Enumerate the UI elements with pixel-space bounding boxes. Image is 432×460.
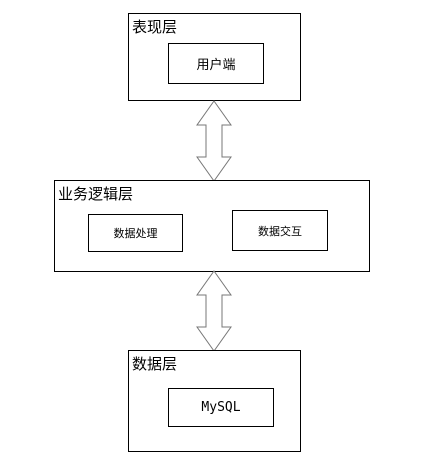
- double-arrow-icon: [196, 100, 232, 182]
- business-logic-layer-title: 业务逻辑层: [58, 185, 134, 203]
- business-logic-layer: 业务逻辑层 数据处理 数据交互: [54, 180, 370, 272]
- client-module: 用户端: [168, 43, 264, 84]
- client-module-label: 用户端: [196, 58, 236, 73]
- data-interaction-module-label: 数据交互: [258, 224, 302, 238]
- presentation-layer: 表现层 用户端: [128, 13, 301, 101]
- mysql-module: MySQL: [168, 388, 274, 427]
- data-interaction-module: 数据交互: [232, 210, 328, 251]
- data-layer: 数据层 MySQL: [128, 350, 301, 452]
- data-processing-module-label: 数据处理: [113, 227, 158, 240]
- mysql-module-label: MySQL: [201, 400, 241, 415]
- data-processing-module: 数据处理: [88, 214, 183, 252]
- data-layer-title: 数据层: [132, 355, 178, 373]
- double-arrow-icon: [196, 270, 232, 352]
- presentation-layer-title: 表现层: [132, 18, 178, 36]
